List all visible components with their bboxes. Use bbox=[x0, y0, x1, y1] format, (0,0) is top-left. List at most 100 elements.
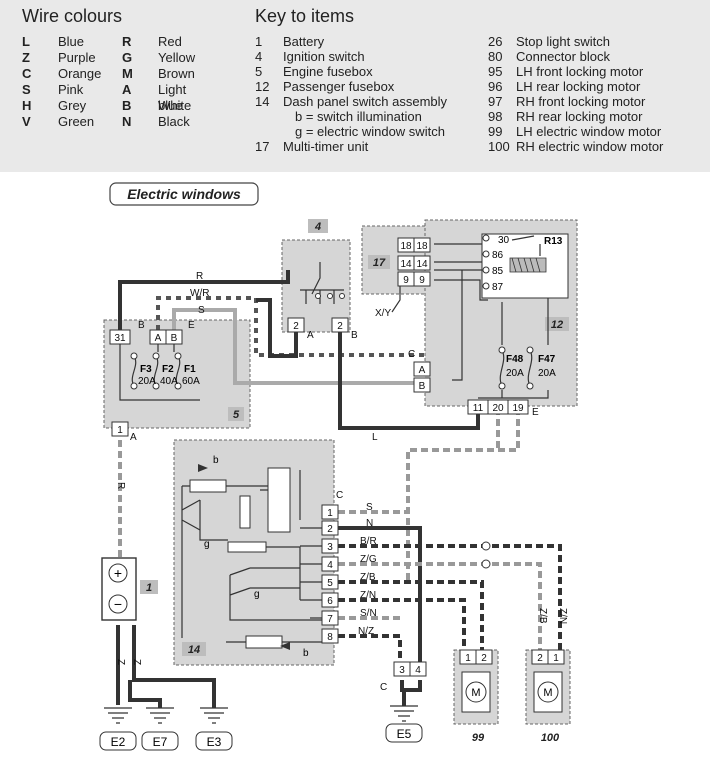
fusebox-connectors: 31 A B B E 1 A bbox=[109, 320, 195, 443]
svg-text:86: 86 bbox=[492, 250, 504, 261]
svg-text:2: 2 bbox=[327, 524, 333, 535]
wire-code: L bbox=[22, 34, 30, 49]
wire-BR bbox=[338, 544, 562, 660]
wire-code: B bbox=[122, 98, 132, 113]
svg-text:9: 9 bbox=[419, 275, 425, 286]
wire-code: V bbox=[22, 114, 31, 129]
svg-text:F3: F3 bbox=[140, 364, 152, 375]
svg-text:b: b bbox=[213, 455, 219, 466]
wire-colours-title: Wire colours bbox=[22, 6, 123, 26]
ground-E7: E7 bbox=[141, 707, 179, 751]
wire-label-R-vert: R bbox=[115, 482, 126, 489]
wire-code: A bbox=[122, 82, 132, 97]
wire-label-SN: S/N bbox=[360, 608, 377, 619]
svg-text:14: 14 bbox=[400, 259, 412, 270]
svg-text:18: 18 bbox=[400, 241, 412, 252]
legend-header: Wire colours Key to items L Blue Z Purpl… bbox=[0, 0, 710, 172]
wire-label-ZB-vert: Z/B bbox=[537, 608, 548, 624]
wire-label-BR: B/R bbox=[360, 536, 377, 547]
svg-text:C: C bbox=[336, 490, 343, 501]
svg-text:6: 6 bbox=[327, 596, 333, 607]
ground-E3: E3 bbox=[195, 707, 233, 751]
svg-text:E3: E3 bbox=[207, 735, 222, 749]
svg-text:g: g bbox=[254, 589, 260, 600]
wire-label-NZ: N/Z bbox=[358, 626, 374, 637]
ground-block-connectors: 3 4 C bbox=[380, 661, 427, 693]
diagram-title: Electric windows bbox=[109, 182, 259, 206]
wire-label-WR: W/R bbox=[190, 288, 209, 299]
svg-text:4: 4 bbox=[415, 665, 421, 676]
wire-name: Brown bbox=[158, 66, 195, 81]
wire-name: Black bbox=[158, 114, 190, 129]
svg-text:3: 3 bbox=[327, 542, 333, 553]
svg-text:18: 18 bbox=[416, 241, 428, 252]
wire-name: White bbox=[158, 98, 192, 113]
wire-ZG bbox=[338, 562, 542, 660]
item-badge-5: 5 bbox=[228, 407, 244, 421]
svg-text:E7: E7 bbox=[153, 735, 168, 749]
svg-text:14: 14 bbox=[188, 644, 200, 656]
wire-ZB bbox=[338, 580, 484, 660]
svg-text:B: B bbox=[138, 320, 145, 331]
wire-E bbox=[406, 408, 520, 580]
wire-name: Pink bbox=[58, 82, 84, 97]
ignition-connectors: 2 A 2 B bbox=[287, 317, 358, 341]
wire-L bbox=[338, 332, 480, 430]
wire-name: Yellow bbox=[158, 50, 196, 65]
pass-fusebox-connectors: A B C 11 20 19 bbox=[408, 349, 529, 415]
svg-text:F1: F1 bbox=[184, 364, 196, 375]
svg-text:17: 17 bbox=[373, 257, 386, 269]
wire-name: Green bbox=[58, 114, 95, 129]
svg-text:20A: 20A bbox=[138, 376, 156, 387]
wire-R bbox=[118, 270, 290, 330]
svg-text:60A: 60A bbox=[182, 376, 200, 387]
ignition-switch-symbol bbox=[300, 262, 345, 304]
relay-R13: 30 86 85 87 R13 bbox=[481, 233, 569, 299]
wire-XY bbox=[391, 286, 401, 313]
passenger-fuses: F48 20A F47 20A bbox=[498, 346, 556, 390]
key-title: Key to items bbox=[255, 6, 355, 26]
wire-code: G bbox=[122, 50, 133, 65]
wire-name: Purple bbox=[58, 50, 96, 65]
wire-name: Blue bbox=[58, 34, 85, 49]
wire-name: Red bbox=[158, 34, 182, 49]
wire-name: Orange bbox=[58, 66, 102, 81]
wire-label-Z2: Z bbox=[131, 659, 142, 665]
key-item: g = electric window switch bbox=[295, 124, 445, 139]
svg-text:85: 85 bbox=[492, 266, 504, 277]
wire-label-ZB: Z/B bbox=[360, 572, 376, 583]
svg-text:F48: F48 bbox=[506, 354, 524, 365]
svg-text:1: 1 bbox=[465, 653, 471, 664]
wire-ground-battery bbox=[116, 625, 216, 708]
svg-text:9: 9 bbox=[403, 275, 409, 286]
wire-code: N bbox=[122, 114, 132, 129]
svg-text:A: A bbox=[307, 330, 314, 341]
splice-dots bbox=[481, 541, 491, 569]
wire-S-top bbox=[172, 308, 422, 385]
svg-text:M: M bbox=[543, 687, 552, 699]
wire-timer-relay bbox=[434, 243, 488, 301]
svg-text:1: 1 bbox=[146, 582, 152, 594]
svg-text:8: 8 bbox=[327, 632, 333, 643]
svg-text:A: A bbox=[419, 365, 426, 376]
wire-label-ZN: Z/N bbox=[360, 590, 376, 601]
svg-text:1: 1 bbox=[553, 653, 559, 664]
battery-minus-icon: − bbox=[114, 596, 122, 612]
svg-text:C: C bbox=[408, 349, 415, 360]
item-badge-12: 12 bbox=[545, 317, 569, 331]
svg-text:30: 30 bbox=[498, 235, 510, 246]
wire-label-R: R bbox=[196, 271, 203, 282]
svg-text:2: 2 bbox=[293, 321, 299, 332]
svg-text:2: 2 bbox=[481, 653, 487, 664]
